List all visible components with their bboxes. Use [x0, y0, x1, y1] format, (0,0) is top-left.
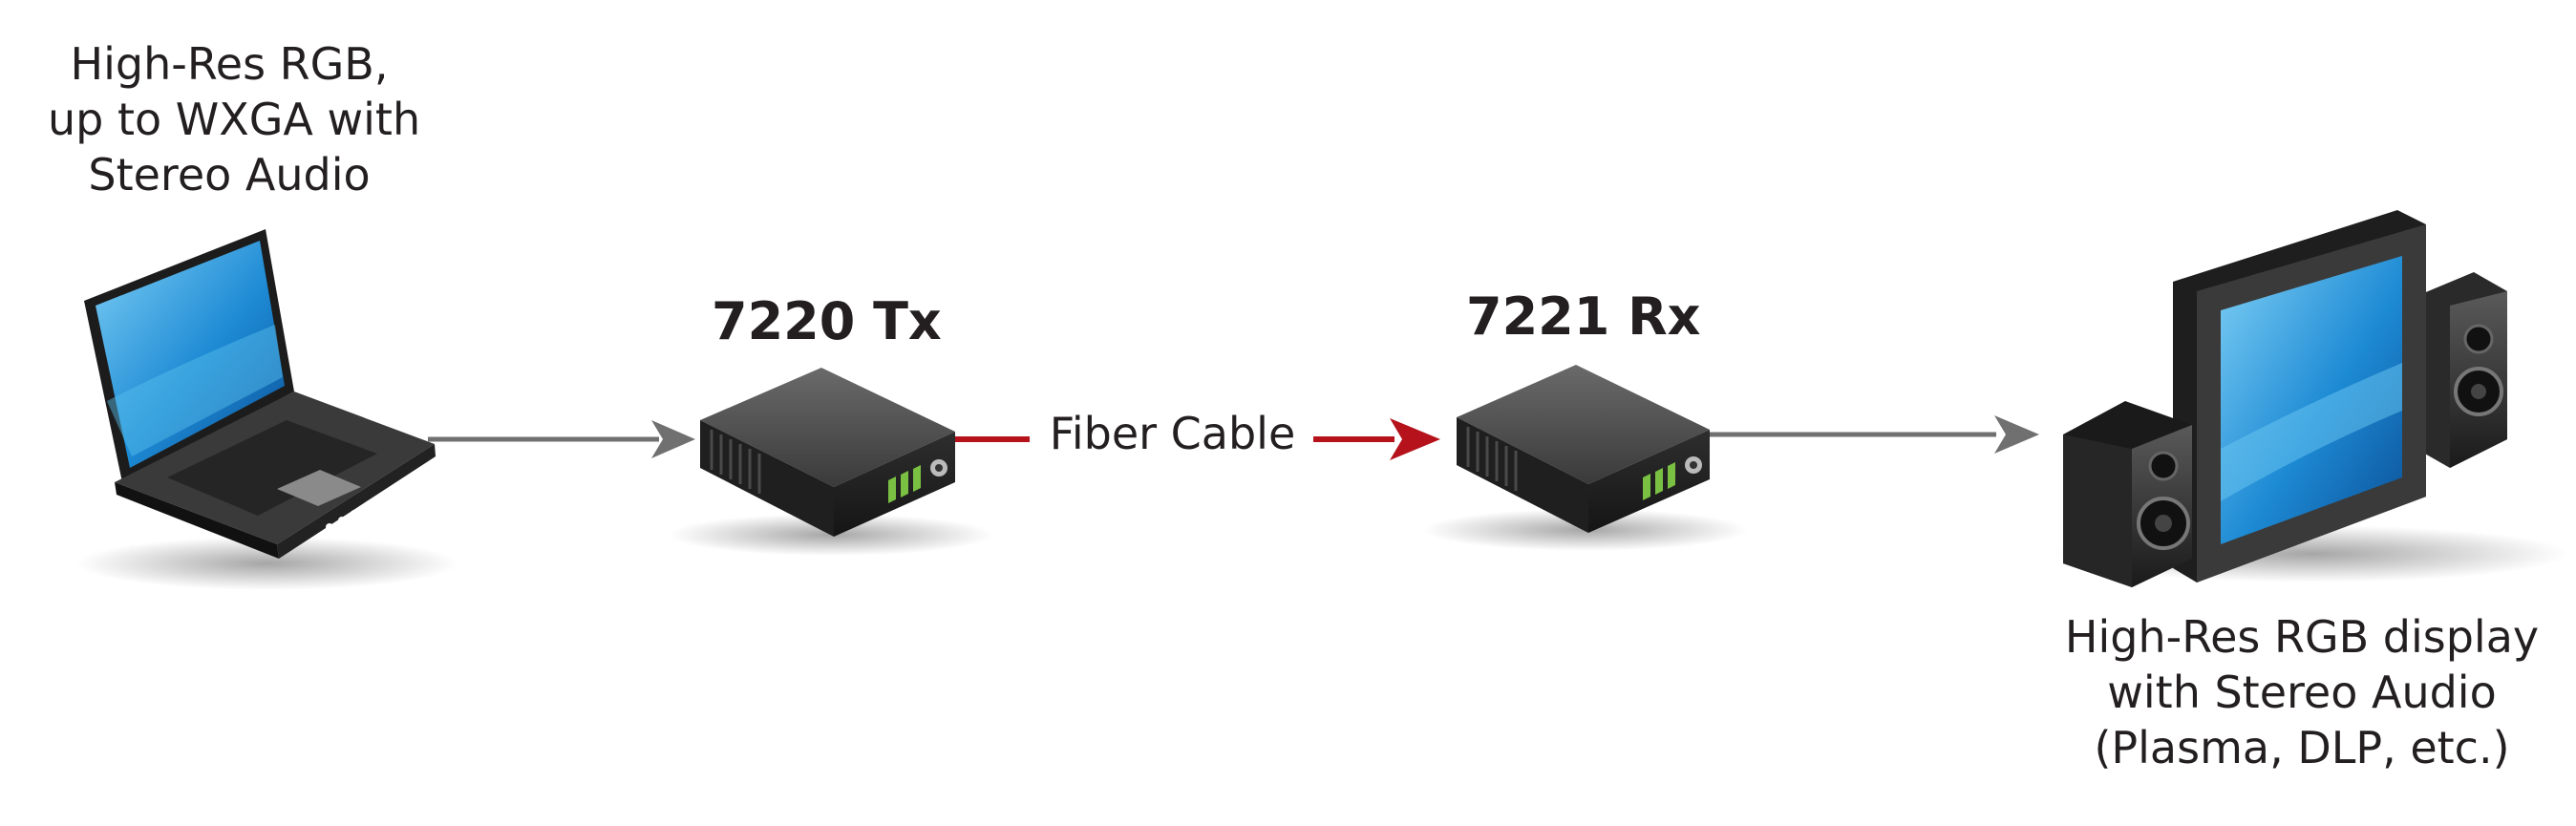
- laptop-icon: [76, 229, 458, 590]
- display-label-line-2: with Stereo Audio: [2107, 667, 2497, 718]
- display-label-line-1: High-Res RGB display: [2064, 611, 2540, 663]
- transmitter-title: 7220 Tx: [712, 291, 942, 351]
- video-signal-arrow: [428, 420, 695, 458]
- output-signal-arrow: [1710, 415, 2039, 454]
- display-label: High-Res RGB display with Stereo Audio (…: [2054, 609, 2550, 775]
- receiver-device-icon: [1423, 365, 1748, 551]
- cable-label: Fiber Cable: [1049, 408, 1296, 459]
- monitor-icon: [2173, 210, 2426, 582]
- source-label-line-2: up to WXGA with: [48, 94, 421, 145]
- display-with-speakers-icon: [2054, 210, 2569, 587]
- fiber-cable-line: [955, 418, 1440, 460]
- source-label: High-Res RGB, up to WXGA with Stereo Aud…: [48, 36, 421, 202]
- left-speaker-icon: [2063, 401, 2192, 587]
- receiver-title: 7221 Rx: [1466, 286, 1701, 347]
- source-label-line-3: Stereo Audio: [88, 149, 371, 201]
- display-label-line-3: (Plasma, DLP, etc.): [2094, 722, 2510, 773]
- transmitter-device-icon: [669, 368, 993, 556]
- right-speaker-icon: [2416, 272, 2507, 468]
- source-label-line-1: High-Res RGB,: [70, 38, 389, 90]
